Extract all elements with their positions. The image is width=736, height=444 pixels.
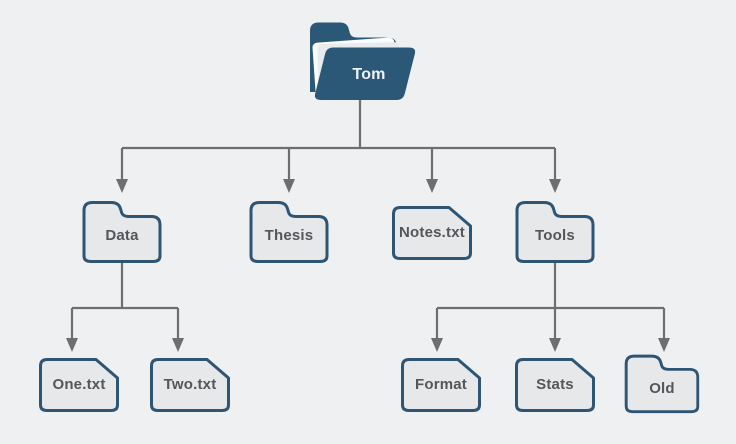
arrow-to-one (66, 338, 78, 352)
node-data: Data (80, 197, 164, 265)
node-format: Format (398, 355, 484, 415)
arrow-to-thesis (283, 179, 295, 193)
root-connector (120, 98, 557, 180)
node-one: One.txt (36, 355, 122, 415)
node-label-tom: Tom (352, 66, 386, 83)
file-icon (401, 358, 481, 412)
node-thesis: Thesis (247, 197, 331, 265)
node-label-notes: Notes.txt (399, 224, 465, 241)
connector-lines (70, 98, 666, 339)
node-label-data: Data (105, 227, 139, 244)
file-icon (392, 206, 472, 260)
node-stats: Stats (512, 355, 598, 415)
folder-icon (515, 201, 595, 263)
arrowheads (66, 179, 670, 352)
node-tools: Tools (513, 197, 597, 265)
arrow-to-tools (549, 179, 561, 193)
arrow-to-notes (426, 179, 438, 193)
node-tom: Tom (300, 10, 422, 104)
folder-icon (624, 354, 700, 414)
node-notes: Notes.txt (389, 203, 475, 263)
arrow-to-old (658, 338, 670, 352)
arrow-to-data (116, 179, 128, 193)
file-icon (39, 358, 119, 412)
node-label-thesis: Thesis (264, 227, 314, 244)
tools-branch-connector (435, 263, 666, 339)
open-folder-icon (310, 22, 416, 100)
node-two: Two.txt (147, 355, 233, 415)
node-label-format: Format (414, 376, 468, 393)
file-icon (515, 358, 595, 412)
node-label-old: Old (649, 380, 675, 397)
node-label-tools: Tools (535, 227, 575, 244)
node-label-one: One.txt (52, 376, 106, 393)
arrow-to-format (431, 338, 443, 352)
node-label-two: Two.txt (163, 376, 217, 393)
folder-icon (249, 201, 329, 263)
arrow-to-stats (549, 338, 561, 352)
node-label-stats: Stats (536, 376, 574, 393)
folder-icon (82, 201, 162, 263)
data-branch-connector (70, 263, 180, 339)
file-icon (150, 358, 230, 412)
node-old: Old (622, 351, 702, 415)
arrow-to-two (172, 338, 184, 352)
